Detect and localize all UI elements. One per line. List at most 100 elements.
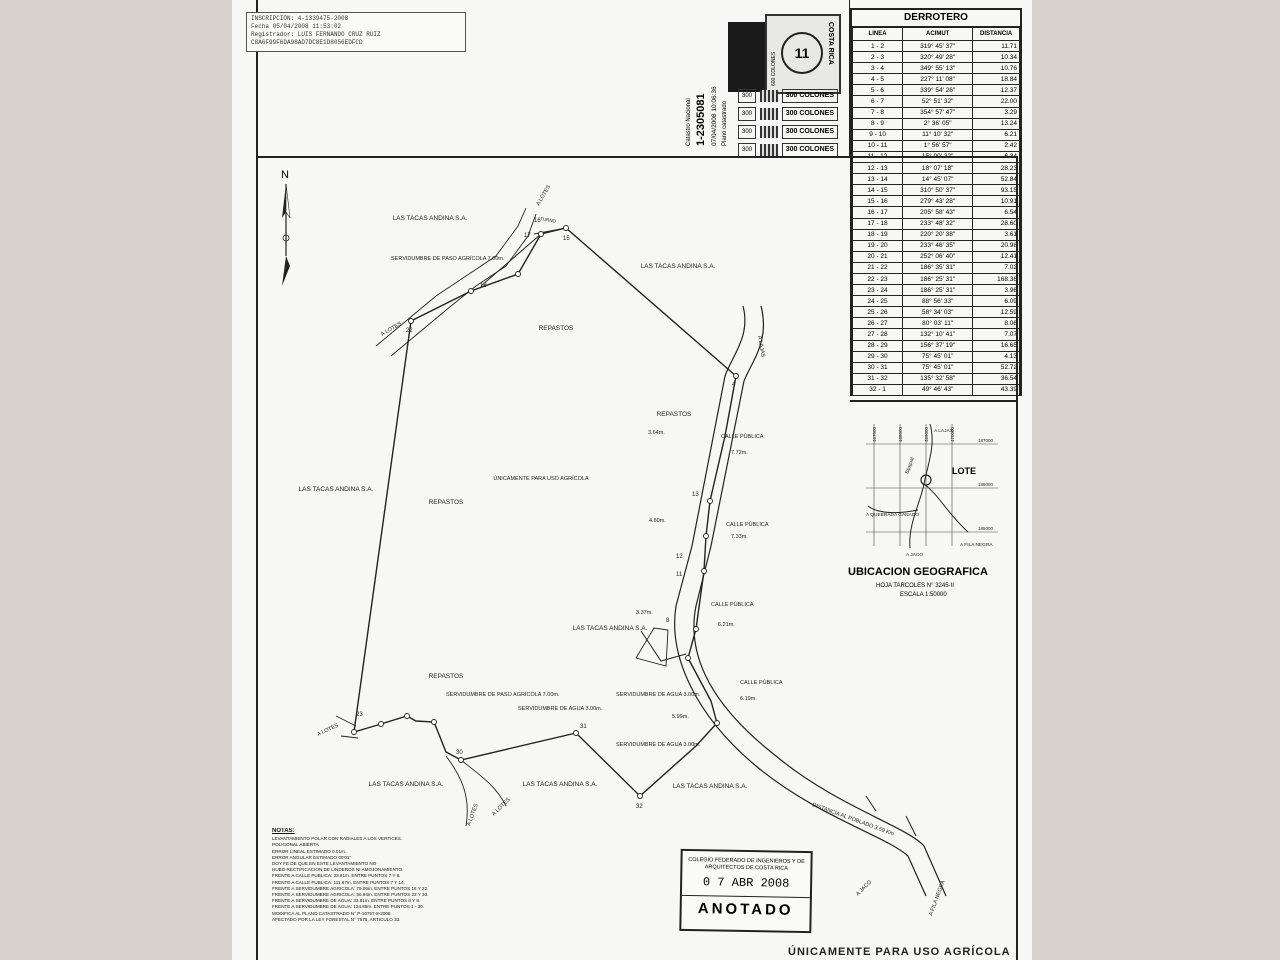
- north-coord: 187000: [978, 438, 994, 443]
- seal-emblem: 11: [781, 32, 823, 74]
- stamp-barcode: [759, 89, 778, 102]
- table-cell: 6.54: [972, 206, 1020, 219]
- east-coord: 468000: [898, 426, 903, 442]
- stamp-number: 300: [738, 142, 756, 157]
- fiscal-seal-stamp: 11 COSTA RICA 600 COLONES: [765, 14, 841, 94]
- stamp-college: COLEGIO FEDERADO DE INGENIEROS Y DE ARQU…: [688, 856, 805, 872]
- east-coord: 470000: [950, 426, 955, 442]
- point-label: 8: [666, 618, 670, 624]
- inset-coords: 187000 186000 185000 467000 468000 46900…: [872, 426, 994, 531]
- point-label: 30: [456, 750, 463, 756]
- catastro-number: 1-2305081: [695, 93, 707, 146]
- direction-label: A JACO: [855, 879, 874, 898]
- note-line: ERROR ANGULAR ESTIMADO 00'01": [272, 854, 352, 860]
- note-line: MODIFICA AL PLANO CATASTRADO N° P-10757-…: [272, 910, 392, 916]
- table-cell: 339° 54' 26": [902, 84, 974, 97]
- note-line: DOY FE DE QUE EN ESTE LEVANTAMIENTO NO: [272, 861, 377, 867]
- repastos-label: REPASTOS: [657, 411, 692, 418]
- width-labels: 3.64m. 7.72m. 4.80m. 7.33m. 3.37m. 6.21m…: [636, 430, 757, 720]
- easement-labels: SERVIDUMBRE DE PASO AGRÍCOLA 7.00m. SERV…: [391, 255, 783, 748]
- point-label: 4: [732, 382, 736, 388]
- road-label: CALLE PÚBLICA: [711, 601, 754, 608]
- distance-label: DISTANCIA AL POBLADO 3.59 Km: [811, 802, 895, 837]
- table-cell: 349° 55' 13": [902, 62, 974, 75]
- point-label: 16: [534, 218, 541, 224]
- lot-marker-icon: [920, 474, 932, 486]
- table-cell: 320° 49' 28": [902, 51, 974, 64]
- table-cell: 4 - 5: [851, 73, 904, 86]
- point-label: 15: [563, 236, 570, 242]
- public-road: [674, 305, 947, 897]
- note-line: FRENTE A SERVIDUMBRE AGRICOLA: 56.94m. E…: [272, 892, 429, 898]
- road-label: CALLE PÚBLICA: [740, 679, 783, 686]
- stamp-anotado-label: ANOTADO: [681, 894, 810, 920]
- table-cell: 1° 56' 57": [902, 139, 974, 152]
- stamp-barcode: [759, 107, 778, 120]
- point-label: 13: [692, 492, 699, 498]
- direction-label: A LOTES: [491, 797, 512, 818]
- width-label: 4.80m.: [649, 518, 666, 524]
- table-cell: 10.76: [972, 62, 1020, 75]
- north-coord: 185000: [978, 526, 994, 531]
- note-line: ERROR LINEAL ESTIMADO 0.01m.: [272, 848, 347, 854]
- easement-label: SERVIDUMBRE DE AGUA 3.00m.: [616, 742, 701, 748]
- anotado-stamp: COLEGIO FEDERADO DE INGENIEROS Y DE ARQU…: [679, 848, 813, 934]
- table-cell: 13.24: [972, 117, 1020, 130]
- stamp-number: 300: [738, 88, 756, 103]
- header-area: [256, 0, 850, 156]
- point-label: 31: [580, 724, 587, 730]
- derrotero-divider: [850, 400, 1018, 402]
- table-cell: 319° 45' 37": [902, 39, 974, 53]
- seal-value: 600 COLONES: [771, 51, 777, 86]
- survey-lines: [480, 227, 687, 662]
- catastro-title: Catastro Nacional: [686, 98, 692, 146]
- road-label: CALLE PÚBLICA: [721, 433, 764, 440]
- place-label: A JACO: [906, 552, 923, 558]
- owner-label: LAS TACAS ANDINA S.A.: [573, 625, 648, 632]
- note-line: AFECTADO POR LA LEY FORESTAL N° 7575, AR…: [272, 916, 401, 922]
- stamp-date: 0 7 ABR 2008: [702, 875, 790, 891]
- boundary-points: [351, 225, 739, 799]
- east-coord: 467000: [872, 426, 877, 442]
- point-label: 11: [676, 572, 683, 578]
- stamp-label: 300 COLONES: [781, 142, 838, 157]
- table-cell: 3 - 4: [851, 62, 904, 75]
- table-cell: 6.21: [972, 128, 1020, 141]
- width-label: 7.72m.: [731, 450, 748, 456]
- place-label: Bijagual: [904, 457, 915, 475]
- access-lane-bottom: [445, 755, 507, 827]
- road-tick: [905, 815, 917, 837]
- table-cell: 11° 10' 32": [902, 128, 974, 141]
- stamp-row: 300 300 COLONES: [738, 124, 838, 139]
- width-label: 3.64m.: [648, 430, 665, 436]
- location-scale: ESCALA 1:50000: [900, 592, 947, 598]
- table-cell: 10.34: [972, 51, 1020, 64]
- repastos-label: REPASTOS: [429, 499, 464, 506]
- region-labels: LAS TACAS ANDINA S.A. LAS TACAS ANDINA S…: [299, 215, 748, 790]
- owner-label: LAS TACAS ANDINA S.A.: [299, 486, 374, 493]
- direction-label: A LAJAS: [756, 335, 766, 358]
- catastro-date: 07/04/2008 10:06:36: [711, 86, 718, 146]
- place-label: A FILA NEGRA: [960, 542, 993, 548]
- registration-line: INSCRIPCIÓN: 4-1339475-2008: [251, 15, 349, 22]
- column-header: DISTANCIA: [972, 27, 1020, 41]
- use-label: ÚNICAMENTE PARA USO AGRÍCOLA: [493, 475, 589, 482]
- easement-label: SERVIDUMBRE DE PASO AGRÍCOLA 7.00m.: [391, 255, 505, 262]
- table-cell: 8 - 9: [851, 117, 904, 130]
- table-cell: 1 - 2: [851, 39, 904, 53]
- table-cell: 4.13: [972, 350, 1020, 363]
- notes-block: NOTAS: LEVANTAMIENTO POLAR CON RADIALES …: [272, 828, 512, 923]
- stamp-label: 300 COLONES: [781, 88, 838, 103]
- stamp-label: 300 COLONES: [781, 124, 838, 139]
- note-line: FRENTE A SERVIDUMBRE AGRICOLA: 79.06m. E…: [272, 885, 429, 891]
- note-line: HUBO RECTIFICACION DE LINDEROS NI AMOJON…: [272, 867, 404, 873]
- turn-label: TURNO: [540, 216, 557, 224]
